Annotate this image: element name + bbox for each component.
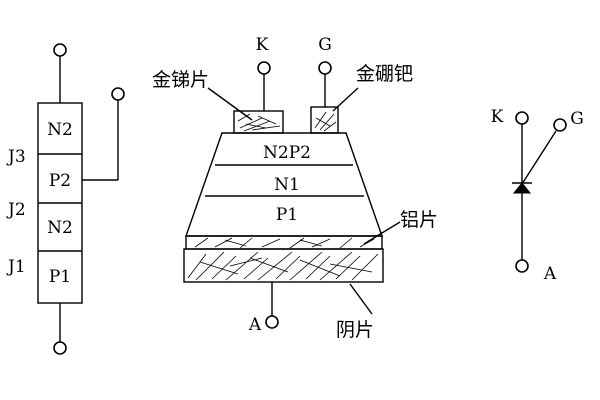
symbol-a-terminal	[515, 259, 529, 273]
symbol-gate-lead	[521, 130, 557, 185]
gold-antimony-callout-line	[207, 87, 253, 121]
gold-boron-palladium-callout-line	[332, 87, 359, 112]
symbol-k-label: K	[491, 107, 504, 127]
left-bottom-terminal	[53, 341, 67, 355]
cathode-plate-callout-line	[349, 283, 373, 315]
aluminum-callout-line	[363, 221, 401, 245]
aluminum-label: 铝片	[400, 209, 438, 231]
gold-boron-palladium-hatching	[314, 111, 337, 132]
left-gate-terminal	[111, 87, 125, 101]
left-layer-n2-top: N2	[47, 120, 73, 140]
symbol-diode-triangle	[512, 182, 532, 194]
center-g-label: G	[318, 35, 332, 55]
center-k-label: K	[256, 35, 269, 55]
gold-antimony-pad	[233, 110, 284, 134]
center-a-label: A	[248, 315, 262, 335]
gold-antimony-hatching	[237, 113, 281, 132]
layer-n2p2-label: N2P2	[263, 143, 311, 163]
left-layer-stack: N2 P2 N2 P1 J3 J2 J1	[6, 43, 125, 355]
symbol-k-terminal	[515, 111, 529, 125]
gold-boron-palladium-label: 金硼钯	[356, 63, 413, 85]
symbol-g-label: G	[570, 109, 584, 129]
left-layer-p1: P1	[49, 267, 71, 287]
junction-j2-label: J2	[6, 200, 26, 220]
center-g-terminal	[318, 61, 332, 75]
symbol-a-label: A	[543, 264, 557, 284]
cathode-plate-hatching	[187, 251, 379, 281]
junction-j3-label: J3	[6, 147, 26, 167]
gold-antimony-label: 金锑片	[152, 69, 209, 91]
symbol-g-terminal	[553, 118, 567, 132]
left-layer-n2-bottom: N2	[47, 218, 73, 238]
layer-p1-label: P1	[276, 205, 298, 225]
aluminum-hatching	[194, 237, 375, 249]
center-a-terminal	[265, 315, 279, 329]
cathode-plate-label: 阴片	[336, 319, 374, 341]
center-k-terminal	[257, 61, 271, 75]
left-top-terminal	[53, 43, 67, 57]
layer-n1-label: N1	[274, 175, 300, 195]
thyristor-symbol: K A G	[491, 107, 584, 284]
cathode-plate	[183, 248, 384, 283]
center-cross-section: K G N2P2 N1 P1	[152, 35, 438, 341]
junction-j1-label: J1	[6, 257, 26, 277]
left-layer-p2: P2	[49, 171, 71, 191]
